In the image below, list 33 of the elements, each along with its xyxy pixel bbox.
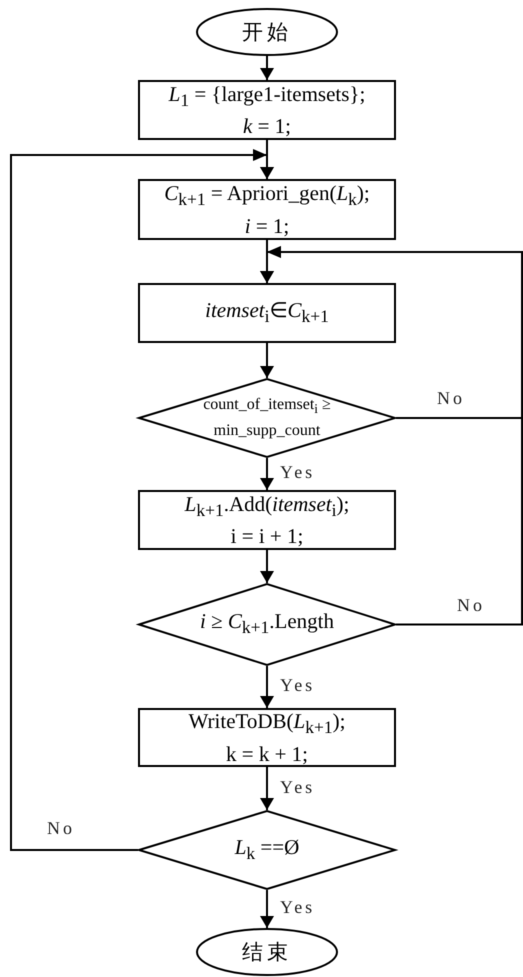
statement-text: i = i + 1;: [230, 523, 304, 550]
statement-text: itemset$_{i}$∈C$_{k+1}$: [205, 296, 329, 328]
process-box: [138, 283, 396, 343]
statement-text: L$_{k+1}$.Add(itemset$_{i}$);: [184, 490, 350, 522]
statement-text: k = 1;: [242, 113, 291, 140]
arrow: [260, 56, 274, 80]
decision-diamond: [138, 378, 396, 458]
arrow: [260, 890, 274, 928]
statement-text: WriteToDB(L$_{k+1}$);: [188, 708, 346, 740]
statement-text: C$_{k+1}$ = Apriori_gen(L$_{k}$);: [164, 180, 370, 212]
terminal-text: 开始: [242, 19, 292, 45]
condition-text: i ≥ C$_{k+1}$.Length: [200, 608, 334, 640]
terminal-ellipse: [196, 8, 338, 56]
terminal-ellipse: [196, 928, 338, 976]
statement-text: L$_{1}$ = {large1-itemsets};: [168, 80, 366, 112]
process-box: [138, 80, 396, 140]
arrow: [260, 767, 274, 810]
decision-diamond: [138, 810, 396, 890]
arrow: [10, 149, 274, 851]
decision-diamond: [138, 583, 396, 666]
condition-text: count_of_itemset$_{i}$ ≥ min_supp_count: [202, 394, 332, 442]
arrow: [260, 550, 274, 583]
process-box: [138, 490, 396, 550]
arrow: [260, 246, 523, 626]
process-box: [138, 708, 396, 767]
terminal-text: 结束: [242, 939, 292, 965]
condition-text: L$_{k}$ ==Ø: [234, 834, 300, 866]
process-box: [138, 179, 396, 240]
statement-text: i = 1;: [244, 212, 290, 239]
arrow: [260, 666, 274, 708]
arrow: [260, 343, 274, 378]
statement-text: k = k + 1;: [226, 740, 308, 767]
arrow: [260, 458, 274, 490]
